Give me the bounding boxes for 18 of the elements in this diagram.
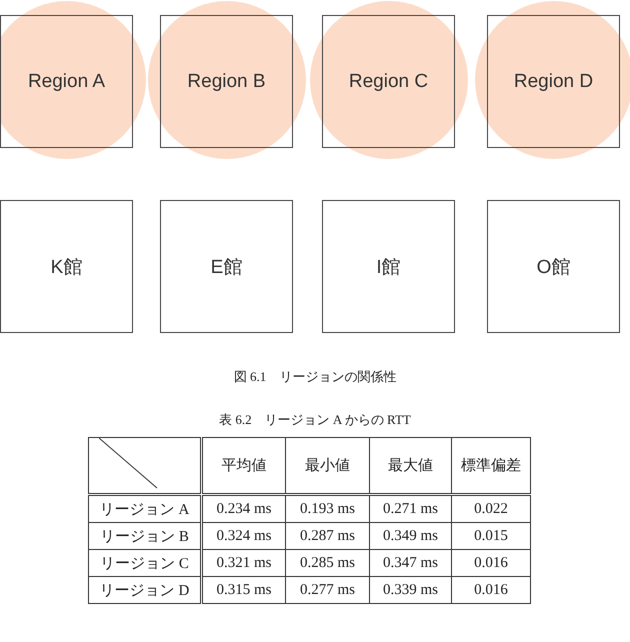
header-cell: 最小値 [285,437,370,494]
row-header-cell: リージョン B [88,522,201,550]
table-caption: 表 6.2 リージョン A からの RTT [219,412,411,427]
header-cell: 平均値 [202,437,286,494]
figure-caption: 図 6.1 リージョンの関係性 [234,369,396,384]
table-cell: 0.022 [451,495,531,523]
table-cell: 0.234 ms [202,495,286,523]
row-header-cell: リージョン D [88,576,201,604]
building-box: O館 [487,200,620,333]
table-cell: 0.016 [451,576,531,604]
row-header-cell: リージョン C [88,549,201,577]
row-header-cell: リージョン A [88,495,201,523]
building-box: I館 [322,200,455,333]
building-box: K館 [0,200,133,333]
building-box: E館 [160,200,293,333]
header-cell: 標準偏差 [451,437,531,494]
table-cell: 0.315 ms [202,576,286,604]
header-cell: 最大値 [369,437,452,494]
